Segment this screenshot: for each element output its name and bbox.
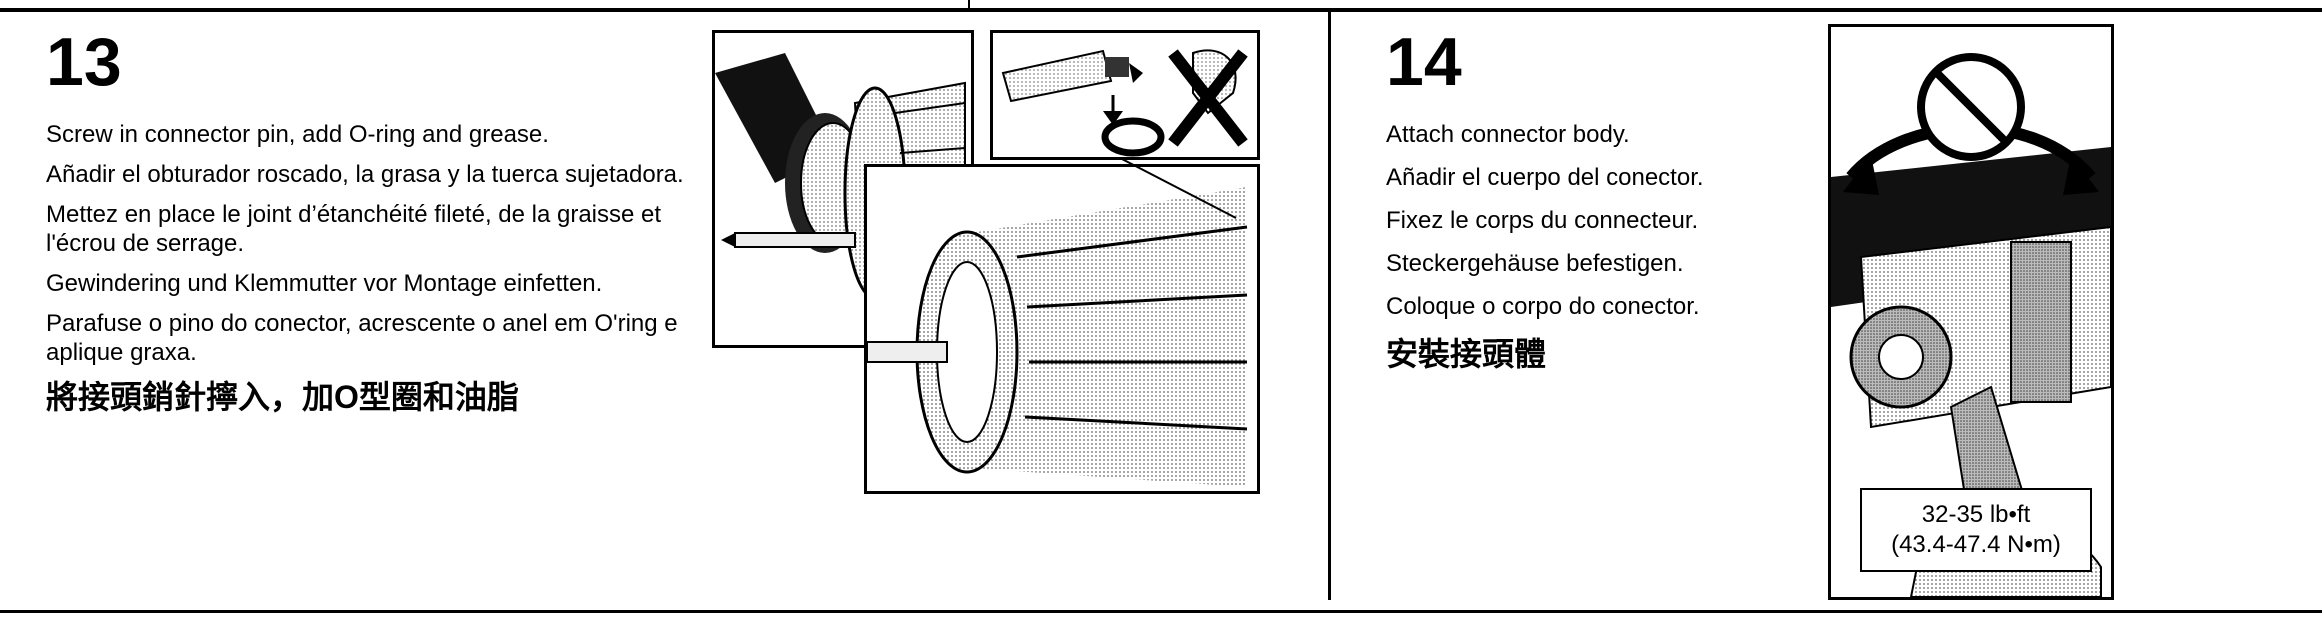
top-tick (968, 0, 970, 10)
step-14-number: 14 (1386, 24, 1462, 100)
step-14-line-es: Añadir el cuerpo del conector. (1386, 164, 1704, 191)
step-13-line-zh: 將接頭銷針擰入，加O型圈和油脂 (46, 379, 519, 415)
step-14-line-en: Attach connector body. (1386, 121, 1630, 148)
torque-imperial: 32-35 lb•ft (1921, 501, 2031, 528)
step-13-line-pt: Parafuse o pino do conector, acrescente … (46, 310, 678, 366)
step-13-line-fr: Mettez en place le joint d’étanchéité fi… (46, 201, 662, 257)
torque-spec-label: 32-35 lb•ft (43.4-47.4 N•m) (1860, 488, 2092, 572)
step-14-instructions: Attach connector body. Añadir el cuerpo … (1386, 120, 1826, 387)
step-14-line-de: Steckergehäuse befestigen. (1386, 250, 1684, 277)
callout-leader-line (1120, 158, 1237, 219)
step-14-line-fr: Fixez le corps du connecteur. (1386, 207, 1699, 234)
top-rule (0, 8, 2322, 12)
grease-oring-inset (990, 30, 1260, 160)
connector-closeup-inset (864, 164, 1260, 494)
bottom-rule (0, 610, 2322, 613)
step-13-line-de: Gewindering und Klemmutter vor Montage e… (46, 270, 603, 297)
column-divider (1328, 12, 1331, 600)
step-13-number: 13 (46, 24, 122, 100)
step-13-instructions: Screw in connector pin, add O-ring and g… (46, 120, 726, 427)
torque-metric: (43.4-47.4 N•m) (1891, 531, 2061, 558)
step-14-line-pt: Coloque o corpo do conector. (1386, 293, 1700, 320)
step-14-line-zh: 安裝接頭體 (1386, 336, 1547, 372)
step-13-line-es: Añadir el obturador roscado, la grasa y … (46, 161, 684, 188)
step-13-line-en: Screw in connector pin, add O-ring and g… (46, 121, 549, 148)
